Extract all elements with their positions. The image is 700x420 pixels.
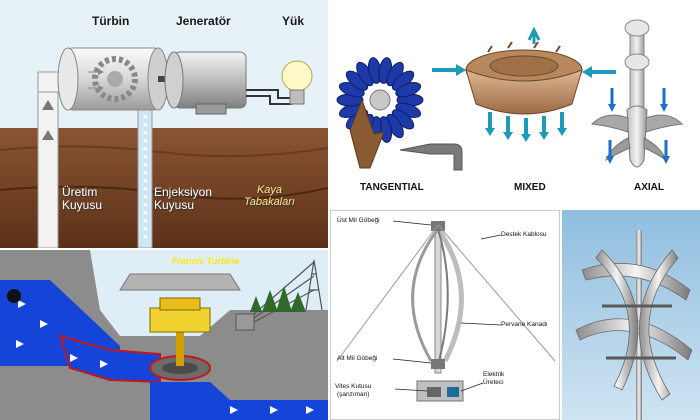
tailrace-water [150, 382, 328, 420]
turbine-label: Türbin [92, 14, 130, 28]
vawt-drawing [336, 220, 556, 402]
gearbox-label: Vites Kutusu (şanzıman) [335, 383, 372, 398]
helical-turbine-drawing [562, 210, 700, 420]
axial-runner [590, 19, 684, 168]
rock-layers-label: Kaya Tabakaları [244, 184, 295, 208]
pelton-bucket [395, 82, 422, 98]
helical-blades [575, 249, 693, 401]
blade-right [435, 227, 464, 363]
water-turbines-drawing [336, 19, 684, 171]
bottom-hub [431, 359, 445, 369]
water-turbine-types-diagram: TANGENTIAL MIXED AXIAL [330, 0, 700, 208]
pelton-stand [349, 98, 385, 169]
support-cables [336, 224, 556, 362]
francis-title: Francis Turbine [172, 256, 240, 266]
flow-arrows [16, 300, 314, 414]
pelton-nozzle [399, 143, 463, 171]
axial-label: AXIAL [634, 182, 664, 193]
struts [602, 304, 676, 360]
mixed-flow-arrows [432, 64, 616, 142]
blade-left [411, 228, 440, 362]
mixed-flow-runner [465, 26, 583, 115]
turbine-shaft [176, 320, 184, 366]
support-cable-label: Destek Kablosu [501, 231, 547, 238]
helical-wind-turbine-photo [562, 210, 700, 420]
injection-well-pipe [137, 107, 153, 248]
francis-drawing [0, 250, 328, 420]
powerhouse-roof [119, 273, 241, 291]
generator-label-wind: Elektrik Üreteci [483, 371, 505, 386]
turbine-housing [57, 47, 169, 111]
powerhouse-generator [149, 307, 211, 333]
vertical-wind-turbine-diagram: Üst Mil Göbeği Destek Kablosu Pervane Ka… [330, 210, 560, 420]
francis-turbine-diagram: Francis Turbine [0, 250, 328, 420]
tangential-label: TANGENTIAL [360, 182, 424, 193]
geothermal-diagram: Türbin Jeneratör Yük Üretim Kuyusu Enjek… [0, 0, 328, 248]
intake-gate [7, 289, 21, 303]
blade-label: Pervane Kanadı [501, 321, 548, 328]
load-label: Yük [282, 14, 305, 28]
dam-concrete [0, 250, 328, 420]
mast [434, 222, 442, 374]
generator [164, 51, 247, 115]
gearbox [427, 387, 441, 397]
axial-arrows [606, 88, 670, 164]
generator-box [447, 387, 459, 397]
mixed-label: MIXED [514, 182, 546, 193]
transformer [235, 313, 255, 331]
trees [250, 286, 306, 312]
injection-well-label: Enjeksiyon Kuyusu [154, 185, 213, 212]
top-hub [431, 221, 445, 231]
production-well-label: Üretim Kuyusu [62, 185, 103, 212]
generator-label: Jeneratör [176, 14, 231, 28]
bottom-hub-label: Alt Mil Göbeği [337, 355, 378, 362]
top-hub-label: Üst Mil Göbeği [337, 217, 380, 224]
light-bulb-icon [281, 60, 313, 105]
geothermal-drawing [0, 47, 328, 248]
